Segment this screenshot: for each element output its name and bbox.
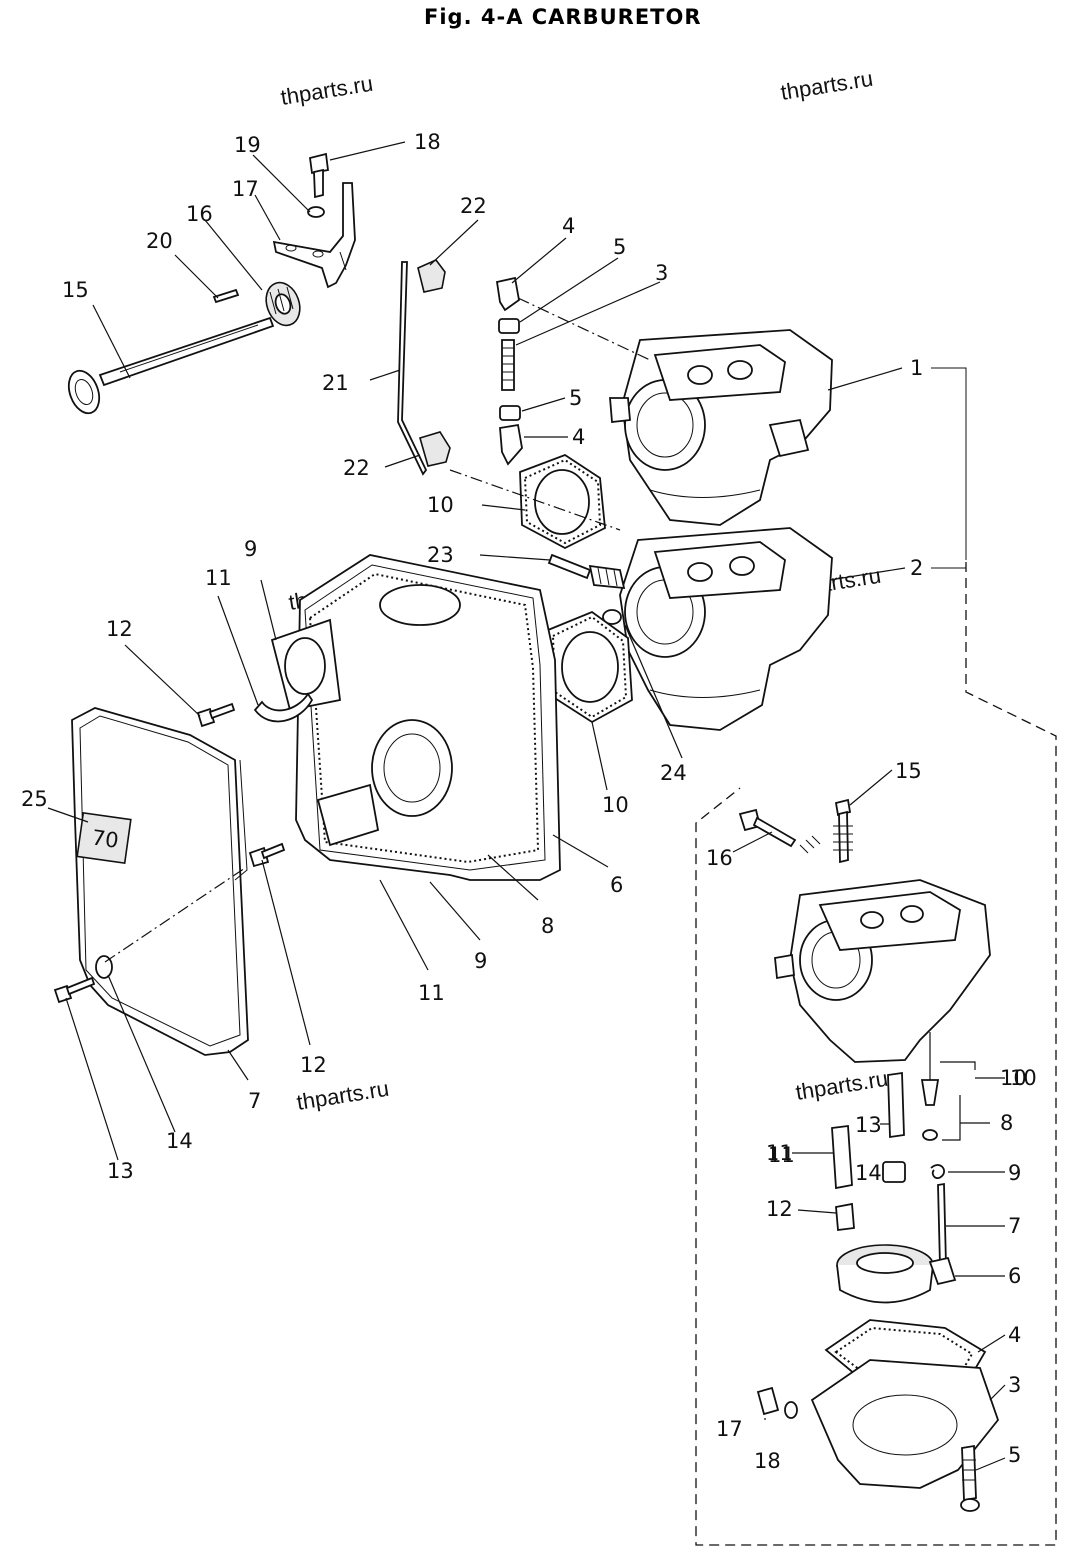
inset-carburetor	[738, 798, 1000, 1512]
callout: 5	[569, 386, 582, 410]
callout: 11	[418, 981, 445, 1005]
carburetor-lower	[619, 527, 833, 731]
callout: 5	[1008, 1443, 1021, 1467]
main-callouts: 1 2 3 4 4 5 5 6 7 8 9 9 10 10 10 11 11 1…	[21, 130, 1027, 1183]
callout: 15	[895, 759, 922, 783]
silencer-cover-7: 70	[71, 707, 249, 1056]
callout: 22	[460, 194, 487, 218]
callout: 3	[655, 261, 668, 285]
callout: 10	[1000, 1066, 1027, 1090]
callout: 7	[248, 1089, 261, 1113]
watermark: thparts.ru	[279, 71, 375, 110]
callout: 6	[610, 873, 623, 897]
callout: 12	[300, 1053, 327, 1077]
figure-title: Fig. 4-A CARBURETOR	[424, 5, 702, 29]
callout: 4	[572, 425, 585, 449]
callout: 17	[232, 177, 259, 201]
callout: 14	[855, 1161, 882, 1185]
cover-badge: 70	[90, 825, 120, 852]
callout: 4	[1008, 1323, 1021, 1347]
callout: 9	[244, 537, 257, 561]
leader-bracket-1	[931, 367, 967, 560]
callout: 6	[1008, 1264, 1021, 1288]
cover-fasteners	[53, 702, 286, 1004]
callout: 17	[716, 1417, 743, 1441]
callout: 10	[427, 493, 454, 517]
callout: 11	[205, 566, 232, 590]
carburetor-upper	[609, 329, 833, 526]
callout: 9	[1008, 1161, 1021, 1185]
callout: 12	[766, 1197, 793, 1221]
link-rod-group	[397, 259, 451, 476]
silencer-gasket-9	[253, 618, 341, 723]
callout: 18	[414, 130, 441, 154]
linkage-group	[495, 276, 523, 466]
callout: 10	[1010, 1066, 1037, 1090]
callout: 23	[427, 543, 454, 567]
callout: 5	[613, 235, 626, 259]
callout: 13	[107, 1159, 134, 1183]
callout: 8	[541, 914, 554, 938]
inset-callouts: 3 4 5 6 7 8 9 10 11 12 13 14 15 16 17 18	[706, 759, 1037, 1473]
callout: 22	[343, 456, 370, 480]
silencer-case-6	[295, 554, 561, 881]
nut-24	[602, 609, 622, 625]
callout: 3	[1008, 1373, 1021, 1397]
watermark: thparts.ru	[794, 1066, 890, 1105]
callout: 10	[602, 793, 629, 817]
callout: 2	[910, 556, 923, 580]
callout: 18	[754, 1449, 781, 1473]
callout: 12	[106, 617, 133, 641]
callout: 16	[706, 846, 733, 870]
callout: 25	[21, 787, 48, 811]
callout: 1	[910, 356, 923, 380]
callout: 11	[768, 1143, 795, 1167]
watermark: thparts.ru	[779, 66, 875, 105]
choke-shaft-group	[67, 152, 356, 415]
screw-23	[547, 553, 626, 590]
callout: 9	[474, 949, 487, 973]
callout: 7	[1008, 1214, 1021, 1238]
callout: 15	[62, 278, 89, 302]
watermark: thparts.ru	[295, 1076, 391, 1115]
callout: 20	[146, 229, 173, 253]
callout: 13	[855, 1113, 882, 1137]
callout: 4	[562, 214, 575, 238]
callout: 19	[234, 133, 261, 157]
callout: 16	[186, 202, 213, 226]
callout: 8	[1000, 1111, 1013, 1135]
gasket-lower	[547, 610, 633, 724]
callout: 24	[660, 761, 687, 785]
leader-lines	[47, 141, 1006, 1471]
callout: 11	[766, 1141, 793, 1165]
inset-box	[695, 562, 1057, 1546]
callout: 14	[166, 1129, 193, 1153]
callout: 21	[322, 371, 349, 395]
gasket-upper	[519, 453, 606, 550]
